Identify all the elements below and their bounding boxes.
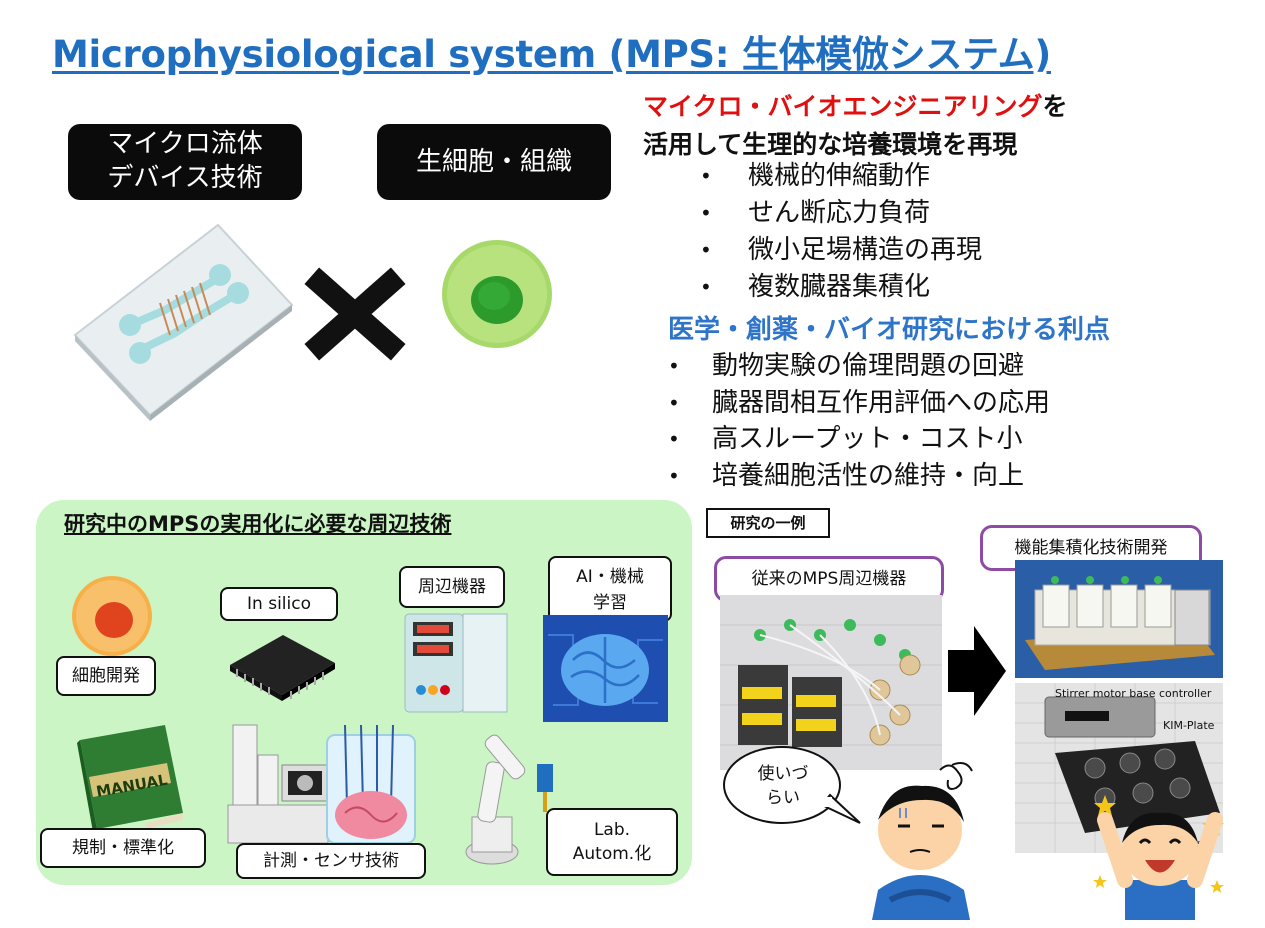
speech-bubble	[723, 746, 861, 824]
benefit-item: 培養細胞活性の維持・向上	[668, 458, 1050, 495]
speech-line-1: 使いづ	[757, 764, 809, 784]
conventional-equipment-photo	[720, 595, 942, 770]
lab-autom-line-2: Autom.化	[572, 844, 652, 864]
headline-line1-rest: を	[1042, 92, 1068, 121]
living-cells-tissue-box: 生細胞・組織	[377, 124, 611, 200]
pump-device-icon	[404, 613, 508, 713]
benefit-list: 動物実験の倫理問題の回避 臓器間相互作用評価への応用 高スループット・コスト小 …	[668, 348, 1050, 495]
page-title: Microphysiological system (MPS: 生体模倣システム…	[52, 33, 1051, 76]
headline-text: マイクロ・バイオエンジニアリングを 活用して生理的な培養環境を再現	[643, 88, 1068, 164]
happy-person-icon	[1093, 795, 1224, 920]
lab-autom-line-1: Lab.	[593, 820, 631, 840]
benefit-item: 臓器間相互作用評価への応用	[668, 385, 1050, 422]
in-silico-label: In silico	[220, 587, 338, 621]
microfluidic-line-2: デバイス技術	[107, 163, 263, 193]
green-cell-image	[442, 240, 552, 348]
brain-circuit-icon	[543, 615, 668, 722]
sensing-technology-label: 計測・センサ技術	[236, 843, 426, 879]
peripheral-tech-title: 研究中のMPSの実用化に必要な周辺技術	[64, 512, 452, 536]
lab-automation-label: Lab. Autom.化	[546, 808, 678, 876]
cpu-chip-icon	[230, 635, 335, 701]
regulation-standard-label: 規制・標準化	[40, 828, 206, 868]
headline-line-2: 活用して生理的な培養環境を再現	[643, 130, 1018, 159]
benefit-item: 高スループット・コスト小	[668, 421, 1050, 458]
ai-ml-line-2: 学習	[593, 593, 627, 613]
ai-ml-label: AI・機械 学習	[548, 556, 672, 622]
orange-cell-icon	[72, 576, 152, 656]
speech-line-2: らい	[766, 788, 800, 808]
robot-arm-icon	[465, 734, 553, 865]
headline-red-text: マイクロ・バイオエンジニアリング	[643, 92, 1043, 121]
example-tag: 研究の一例	[706, 508, 830, 538]
kim-plate-label: KIM-Plate	[1163, 719, 1215, 732]
troubled-person-icon	[872, 762, 973, 920]
integrated-device-photo	[1015, 560, 1223, 678]
feature-item: 複数臓器集積化	[700, 269, 982, 306]
peripheral-equipment-label: 周辺機器	[399, 566, 505, 608]
microfluidic-line-1: マイクロ流体	[107, 129, 263, 159]
benefit-item: 動物実験の倫理問題の回避	[668, 348, 1050, 385]
microscope-icon	[227, 724, 329, 844]
feature-item: 微小足場構造の再現	[700, 232, 982, 269]
ai-ml-line-1: AI・機械	[576, 567, 644, 587]
microfluidic-chip-image	[73, 223, 294, 421]
brain-sensor-icon	[326, 724, 416, 844]
feature-list: 機械的伸縮動作 せん断応力負荷 微小足場構造の再現 複数臓器集積化	[700, 158, 982, 306]
benefits-heading: 医学・創薬・バイオ研究における利点	[668, 315, 1111, 345]
stirrer-label: Stirrer motor base controller	[1055, 687, 1212, 700]
speech-text: 使いづ らい	[745, 762, 821, 810]
manual-book-icon: MANUAL	[77, 725, 183, 832]
cell-development-label: 細胞開発	[56, 656, 156, 696]
feature-item: 機械的伸縮動作	[700, 158, 982, 195]
right-arrow-icon	[948, 626, 1006, 716]
conventional-mps-label: 従来のMPS周辺機器	[714, 556, 944, 602]
multiply-x-icon	[304, 267, 406, 361]
feature-item: せん断応力負荷	[700, 195, 982, 232]
microfluidic-device-tech-box: マイクロ流体 デバイス技術	[68, 124, 302, 200]
